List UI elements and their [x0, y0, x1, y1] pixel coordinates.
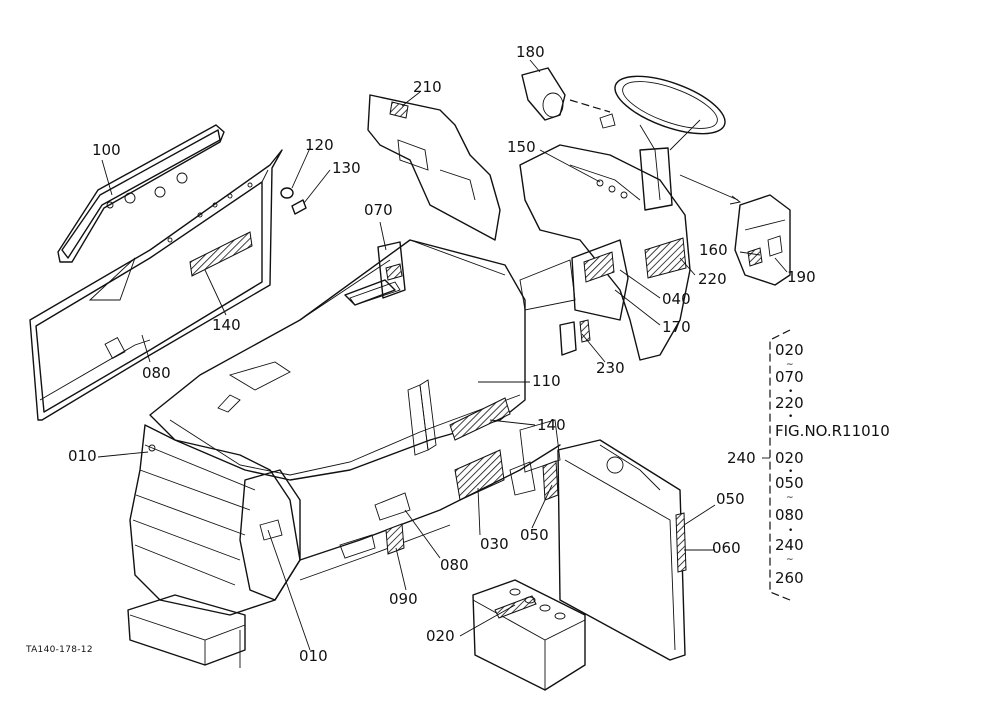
side-panel: [29, 149, 283, 421]
steering-wheel: [614, 75, 726, 211]
callout-010b: 010: [299, 647, 328, 665]
serial-entry: 020: [775, 341, 804, 359]
rear-panel-210: [367, 94, 501, 241]
callout-140: 140: [212, 316, 241, 334]
callout-020: 020: [426, 627, 455, 645]
lower-frame: [299, 419, 561, 581]
serial-separator: •: [788, 412, 794, 422]
callout-100: 100: [92, 141, 121, 159]
front-weight: [127, 594, 246, 668]
callout-090: 090: [389, 590, 418, 608]
switch-assembly-160-190: [679, 174, 791, 286]
callout-160: 160: [699, 241, 728, 259]
clip-230: [559, 319, 591, 356]
callout-060: 060: [712, 539, 741, 557]
callout-220: 220: [698, 270, 727, 288]
callout-080: 080: [142, 364, 171, 382]
leader-lines: [97, 59, 788, 651]
callout-130: 130: [332, 159, 361, 177]
callout-110: 110: [532, 372, 561, 390]
serial-entry: 260: [775, 569, 804, 587]
callout-040: 040: [662, 290, 691, 308]
callout-030: 030: [480, 535, 509, 553]
serial-separator: ~: [786, 555, 794, 565]
dash-cowl-150: [519, 144, 691, 361]
callout-150: 150: [507, 138, 536, 156]
serial-separator: ~: [786, 360, 794, 370]
callout-120: 120: [305, 136, 334, 154]
callout-080b: 080: [440, 556, 469, 574]
serial-entry: 080: [775, 506, 804, 524]
callout-050: 050: [520, 526, 549, 544]
serial-entry: 050: [775, 474, 804, 492]
serial-bracket: [762, 329, 791, 601]
serial-entry: 240: [775, 536, 804, 554]
callout-210: 210: [413, 78, 442, 96]
serial-separator: •: [788, 387, 794, 397]
washer-120: [280, 187, 294, 199]
serial-separator: •: [788, 526, 794, 536]
callout-240: 240: [727, 449, 756, 467]
side-panel-frame-100: [57, 124, 225, 263]
plate-130: [291, 199, 307, 215]
serial-entry: FIG.NO.R11010: [775, 422, 890, 440]
callout-010: 010: [68, 447, 97, 465]
callout-170: 170: [662, 318, 691, 336]
tab-070: [349, 241, 406, 306]
callout-180: 180: [516, 43, 545, 61]
serial-separator: ~: [786, 493, 794, 503]
serial-entry: 020: [775, 449, 804, 467]
callout-050b: 050: [716, 490, 745, 508]
callout-070: 070: [364, 201, 393, 219]
radiator: [557, 439, 687, 661]
serial-entry: 070: [775, 368, 804, 386]
serial-separator: •: [788, 467, 794, 477]
callout-230: 230: [596, 359, 625, 377]
battery-020: [472, 579, 586, 691]
drawing-code: TA140-178-12: [26, 645, 93, 655]
serial-entry: 220: [775, 394, 804, 412]
callout-190: 190: [787, 268, 816, 286]
callout-140b: 140: [537, 416, 566, 434]
panel-040: [519, 239, 629, 321]
hood: [149, 239, 526, 501]
front-nose: [129, 424, 301, 616]
knob-180: [521, 67, 616, 129]
